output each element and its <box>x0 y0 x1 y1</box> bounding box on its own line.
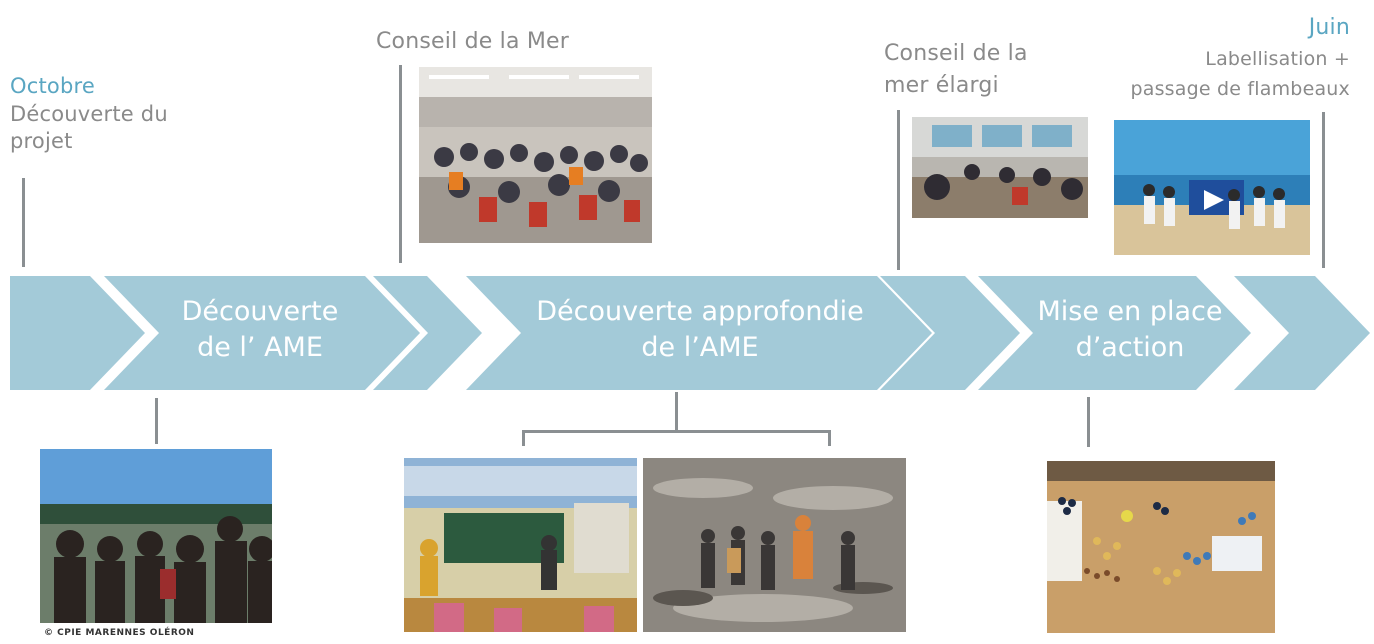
milestone-start-line2: projet <box>10 129 73 153</box>
milestone-start-month: Octobre <box>10 74 95 98</box>
stage-1-connector <box>155 398 158 444</box>
stage-2-connector <box>675 392 678 432</box>
milestone-council-line <box>399 65 402 263</box>
marsh-field-trip-photo <box>40 449 272 623</box>
photo-credit: © CPIE MARENNES OLÉRON <box>44 628 195 638</box>
milestone-end-line2: passage de flambeaux <box>1130 78 1350 100</box>
milestone-council-extended-line2: mer élargi <box>884 73 999 98</box>
timeline-chevron-5 <box>880 276 1020 390</box>
timeline-arrow-band <box>10 276 1370 390</box>
stage-2-bracket <box>522 430 831 433</box>
extended-council-photo <box>912 117 1088 218</box>
stage-3-connector <box>1087 397 1090 447</box>
milestone-start-line <box>22 178 25 267</box>
stage-2-bracket-left <box>522 430 525 446</box>
timeline-chevron-7 <box>1234 276 1370 390</box>
timeline-chevron-4 <box>466 276 932 390</box>
stage-2-bracket-right <box>828 430 831 446</box>
beach-group-flag-photo <box>1114 120 1310 255</box>
timeline-chevron-6 <box>978 276 1251 390</box>
timeline-chevron-3 <box>373 276 482 390</box>
milestone-end-line1: Labellisation + <box>1205 48 1350 70</box>
timeline-chevron-1 <box>10 276 145 390</box>
stage-2-line1: Découverte approfondie <box>536 296 864 327</box>
milestone-end-month: Juin <box>1308 15 1350 40</box>
mudflat-walk-photo <box>643 458 906 632</box>
classroom-meeting-photo <box>419 67 652 243</box>
stage-3-line1: Mise en place <box>1037 296 1223 327</box>
table-shells-activity-photo <box>1047 461 1275 633</box>
stage-3-line2: d’action <box>1075 332 1185 363</box>
timeline-chevron-2 <box>104 276 420 390</box>
milestone-council-extended-line <box>897 110 900 270</box>
stage-2-line2: de l’AME <box>641 332 759 363</box>
stage-1-line2: de l’ AME <box>197 332 323 363</box>
milestone-end-line <box>1322 112 1325 268</box>
milestone-council-extended-line1: Conseil de la <box>884 41 1028 66</box>
stage-1-line1: Découverte <box>181 296 339 327</box>
milestone-start-line1: Découverte du <box>10 102 168 126</box>
milestone-council-label: Conseil de la Mer <box>376 29 570 54</box>
classroom-lesson-photo <box>404 458 637 632</box>
